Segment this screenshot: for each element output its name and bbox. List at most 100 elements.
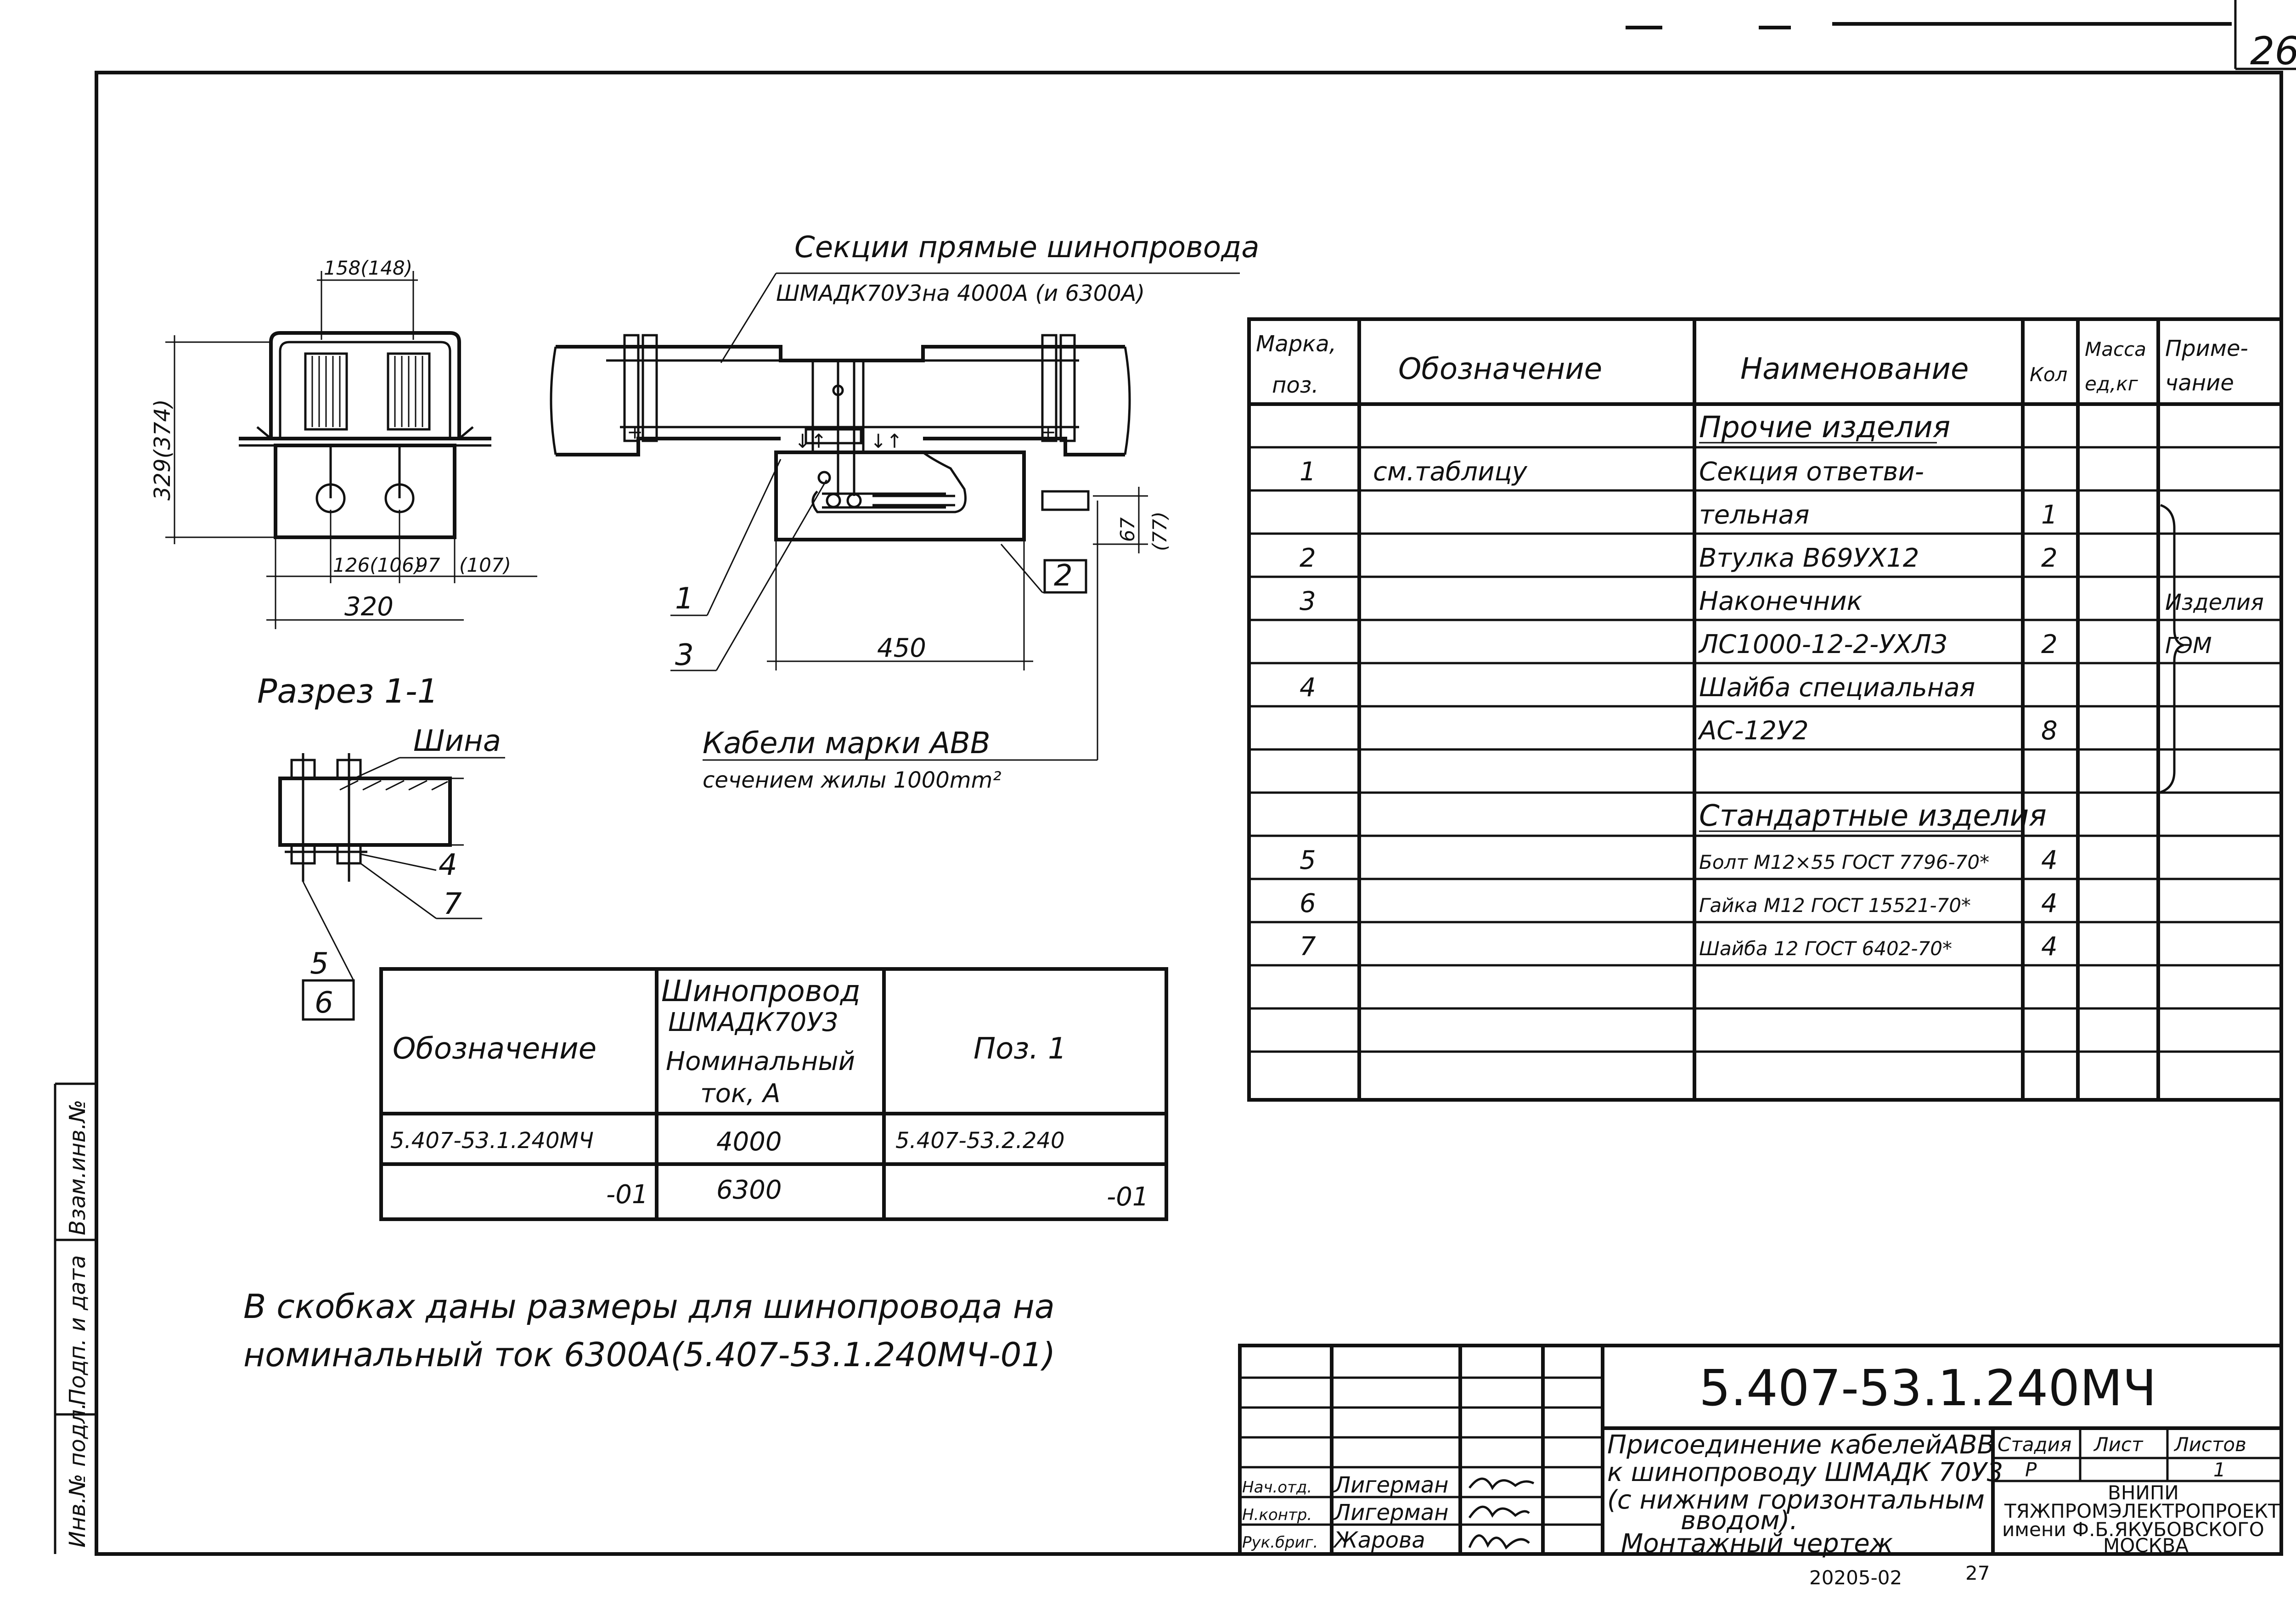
- spec-cell-qty: 8: [2041, 716, 2058, 746]
- signer-2-role: Н.контр.: [1242, 1506, 1312, 1524]
- dim-pitch-1: 126(106): [333, 554, 422, 576]
- bus-label: Шина: [413, 724, 501, 758]
- signer-3-role: Рук.бриг.: [1242, 1533, 1318, 1552]
- side-stamp-replace: Взам.инв.№: [65, 1100, 90, 1235]
- spec-header-note-2: чание: [2165, 370, 2234, 396]
- variant-header-pos1: Поз. 1: [974, 1032, 1067, 1066]
- callout-5: 5: [310, 947, 329, 981]
- title-line-2: к шинопроводу ШМАДК 70У3: [1607, 1458, 2003, 1487]
- signature-2: [1468, 1505, 1530, 1519]
- section-1-1: Разрез 1-1 Шина 4 7 5 6: [257, 672, 505, 1021]
- sheets-label: Листов: [2173, 1433, 2246, 1456]
- spec-header-note-1: Приме-: [2165, 336, 2248, 361]
- spec-header-pos-2: поз.: [1272, 372, 1319, 398]
- variant-header-current: ток, А: [700, 1079, 781, 1109]
- callout-title-1: Секции прямые шинопровода: [794, 231, 1259, 265]
- dim-offset-1: 67: [1116, 517, 1139, 542]
- variant-row-2-current: 6300: [716, 1175, 782, 1205]
- callout-6: 6: [315, 986, 333, 1020]
- dim-width: 320: [344, 592, 394, 622]
- spec-cell-note: Изделия: [2165, 590, 2264, 615]
- spec-cell-name: Стандартные изделия: [1699, 799, 2047, 833]
- spec-cell-pos: 2: [1300, 543, 1316, 573]
- title-code: 5.407-53.1.240МЧ: [1699, 1360, 2156, 1417]
- spec-cell-qty: 4: [2041, 845, 2058, 875]
- cable-label-1: Кабели марки АВВ: [703, 726, 990, 760]
- spec-cell-name: Шайба специальная: [1699, 673, 1975, 703]
- signature-3: [1468, 1534, 1530, 1550]
- cable-label-2: сечением жилы 1000mm²: [703, 767, 1002, 793]
- spec-cell-qty: 4: [2041, 889, 2058, 918]
- sheet-label: Лист: [2093, 1433, 2144, 1456]
- signer-3-name: Жарова: [1333, 1527, 1425, 1553]
- title-block: 5.407-53.1.240МЧ Присоединение кабелейАВ…: [1238, 1344, 2283, 1559]
- spec-cell-qty: 1: [2041, 500, 2058, 530]
- dim-offset-2: (77): [1148, 512, 1171, 551]
- note-line-1: В скобках даны размеры для шинопровода н…: [243, 1287, 1055, 1326]
- sheet-number: 26: [2250, 28, 2296, 73]
- spec-cell-pos: 6: [1300, 889, 1316, 918]
- section-label: Разрез 1-1: [257, 672, 439, 710]
- callout-7: 7: [443, 887, 462, 921]
- dim-pitch-3: (107): [459, 554, 511, 576]
- spec-cell-pos: 4: [1300, 673, 1316, 703]
- spec-cell-name: тельная: [1699, 500, 1810, 530]
- spec-header-mass-1: Масса: [2085, 338, 2146, 360]
- spec-cell-qty: 2: [2041, 630, 2058, 659]
- dim-width-top: 158(148): [324, 257, 412, 279]
- variant-header-designation: Обозначение: [393, 1032, 597, 1066]
- signature-1: [1469, 1477, 1535, 1490]
- svg-text:+: +: [627, 421, 643, 443]
- variant-row-1-pos1: 5.407-53.2.240: [895, 1128, 1064, 1154]
- spec-cell-pos: 5: [1300, 845, 1316, 875]
- spec-cell-name: Гайка М12 ГОСТ 15521-70*: [1699, 894, 1971, 917]
- variant-table: Обозначение Шинопровод ШМАДК70У3 Номинал…: [379, 967, 1168, 1221]
- spec-cell-pos: 3: [1300, 586, 1316, 616]
- variant-header-nominal: Номинальный: [666, 1047, 855, 1076]
- callout-4: 4: [439, 848, 457, 882]
- callout-1: 1: [675, 582, 694, 616]
- spec-cell-qty: 4: [2041, 932, 2058, 962]
- callout-2: 2: [1054, 559, 1073, 593]
- spec-cell-name: Втулка В69УХ12: [1699, 543, 1919, 573]
- svg-text:↓↑: ↓↑: [794, 430, 827, 452]
- spec-cell-name: Секция ответви-: [1699, 457, 1924, 487]
- org-line-1: ВНИПИ: [2108, 1481, 2179, 1504]
- variant-header-bus: Шинопровод: [661, 974, 861, 1008]
- signer-1-name: Лигерман: [1333, 1472, 1449, 1498]
- side-stamp: Взам.инв.№ Подп. и дата Инв.№ подл.: [54, 1082, 96, 1554]
- title-line-5: Монтажный чертеж: [1621, 1529, 1893, 1559]
- cross-section-view: 158(148) 329(374) 126(106) 97 (107) 320: [150, 257, 537, 629]
- note-line-2: номинальный ток 6300А(5.407-53.1.240МЧ-0…: [243, 1335, 1055, 1374]
- bottom-page: 27: [1965, 1562, 1990, 1584]
- variant-row-2-pos1: -01: [1107, 1182, 1148, 1212]
- spec-cell-note: ГЭМ: [2165, 633, 2212, 659]
- spec-cell-name: Шайба 12 ГОСТ 6402-70*: [1699, 937, 1952, 960]
- spec-header-pos-1: Марка,: [1256, 331, 1336, 357]
- sheets-value: 1: [2213, 1458, 2226, 1481]
- side-view: + + ↓↑ ↓↑ 450 67 (77) Секци: [550, 231, 1259, 793]
- spec-cell-designation: см.таблицу: [1373, 457, 1528, 487]
- svg-text:↓↑: ↓↑: [870, 430, 902, 452]
- spec-cell-qty: 2: [2041, 543, 2058, 573]
- spec-cell-name: ЛС1000-12-2-УХЛ3: [1698, 630, 1947, 659]
- spec-cell-pos: 1: [1300, 457, 1316, 487]
- spec-cell-name: Наконечник: [1699, 586, 1863, 616]
- side-stamp-sign: Подп. и дата: [65, 1255, 90, 1405]
- spec-cell-pos: 7: [1300, 932, 1316, 962]
- spec-cell-name: Болт М12×55 ГОСТ 7796-70*: [1699, 851, 1989, 873]
- dim-pitch-2: 97: [416, 554, 440, 576]
- org-line-3: имени Ф.Б.ЯКУБОВСКОГО: [2002, 1518, 2264, 1541]
- dim-length: 450: [877, 633, 926, 663]
- spec-header-designation: Обозначение: [1398, 352, 1602, 386]
- variant-row-1-current: 4000: [716, 1127, 782, 1157]
- spec-cell-name: Прочие изделия: [1699, 411, 1950, 445]
- svg-text:+: +: [1040, 421, 1056, 443]
- spec-header-name: Наименование: [1740, 352, 1969, 386]
- title-line-1: Присоединение кабелейАВВ: [1607, 1430, 1995, 1460]
- side-stamp-inv: Инв.№ подл.: [65, 1402, 90, 1548]
- signer-1-role: Нач.отд.: [1242, 1478, 1312, 1497]
- variant-header-type: ШМАДК70У3: [668, 1008, 838, 1037]
- spec-table: Марка, поз. Обозначение Наименование Кол…: [1247, 317, 2283, 1102]
